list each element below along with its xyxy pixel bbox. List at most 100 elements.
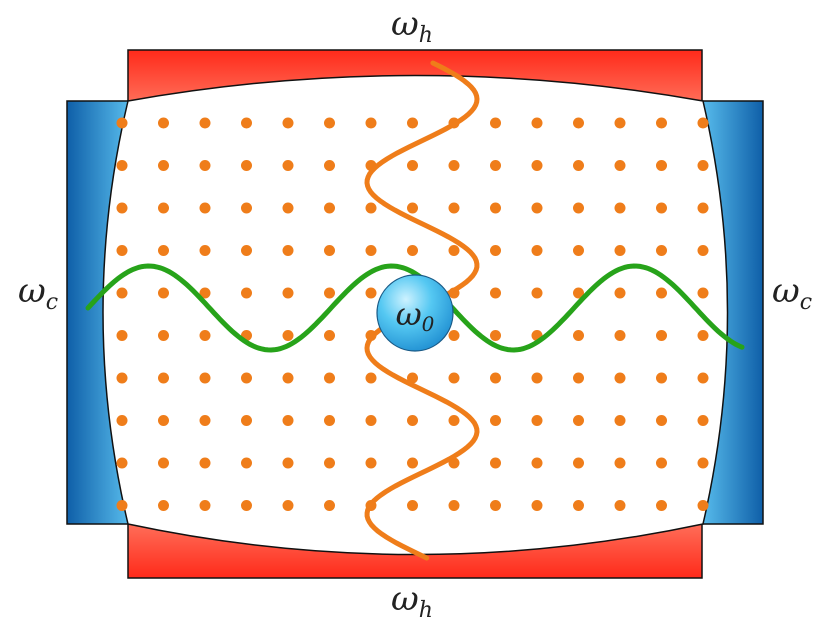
lattice-dot (324, 202, 335, 214)
lattice-dot (199, 117, 211, 129)
lattice-dot (199, 415, 211, 426)
lattice-dot (199, 245, 211, 256)
lattice-dot (573, 457, 584, 469)
lattice-dot (158, 160, 169, 171)
lattice-dot (199, 330, 211, 341)
lattice-dot (324, 500, 335, 511)
lattice-dot (490, 330, 501, 341)
lattice-dot (697, 415, 709, 426)
lattice-dot (531, 202, 543, 214)
lattice-dot (158, 457, 169, 469)
lattice-dot (407, 372, 418, 384)
lattice-dot (656, 500, 667, 511)
lattice-dot (614, 457, 626, 469)
lattice-dot (490, 160, 501, 171)
lattice-dot (656, 160, 667, 171)
lattice-dot (241, 117, 252, 129)
hot-label-bottom: ωh (391, 579, 433, 623)
lattice-dot (448, 330, 460, 341)
lattice-dot (116, 330, 128, 341)
lattice-dot (697, 372, 709, 384)
lattice-dot (324, 457, 335, 469)
lattice-dot (697, 117, 709, 129)
lattice-dot (490, 457, 501, 469)
lattice-dot (282, 372, 294, 384)
lattice-dot (324, 330, 335, 341)
lattice-dot (282, 500, 294, 511)
lattice-dot (614, 287, 626, 299)
lattice-dot (324, 245, 335, 256)
lattice-dot (158, 330, 169, 341)
lattice-dot (531, 287, 543, 299)
lattice-dot (697, 500, 709, 511)
lattice-dot (448, 160, 460, 171)
lattice-dot (282, 202, 294, 214)
lattice-dot (573, 160, 584, 171)
lattice-dot (614, 500, 626, 511)
lattice-dot (656, 372, 667, 384)
lattice-dot (116, 117, 128, 129)
lattice-dot (282, 415, 294, 426)
lattice-dot (116, 245, 128, 256)
lattice-dot (199, 500, 211, 511)
lattice-dot (614, 202, 626, 214)
lattice-dot (158, 415, 169, 426)
lattice-dot (573, 415, 584, 426)
lattice-dot (656, 117, 667, 129)
lattice-dot (656, 245, 667, 256)
lattice-dot (614, 415, 626, 426)
lattice-dot (241, 372, 252, 384)
lattice-dot (241, 457, 252, 469)
system-label: ω0 (396, 295, 435, 336)
lattice-dot (158, 117, 169, 129)
lattice-dot (697, 287, 709, 299)
lattice-dot (573, 117, 584, 129)
lattice-dot (282, 117, 294, 129)
lattice-dot (490, 245, 501, 256)
lattice-dot (365, 372, 377, 384)
lattice-dot (158, 287, 169, 299)
lattice-dot (656, 457, 667, 469)
lattice-dot (282, 457, 294, 469)
lattice-dot (116, 500, 128, 511)
hot-label-top: ωh (391, 4, 433, 48)
lattice-dot (407, 245, 418, 256)
lattice-dot (365, 287, 377, 299)
lattice-dot (365, 117, 377, 129)
system-oscillator (376, 274, 454, 352)
lattice-dot (199, 202, 211, 214)
lattice-dot (199, 372, 211, 384)
lattice-dot (241, 160, 252, 171)
lattice-dot (531, 415, 543, 426)
lattice-dot (656, 330, 667, 341)
lattice-dot (448, 245, 460, 256)
lattice-dot (365, 245, 377, 256)
lattice-dot (490, 372, 501, 384)
lattice-dot (199, 160, 211, 171)
lattice-dot (531, 245, 543, 256)
lattice-dot (365, 202, 377, 214)
lattice-dot (656, 202, 667, 214)
lattice-dot (116, 372, 128, 384)
lattice-dot (116, 160, 128, 171)
lattice-dot (448, 202, 460, 214)
lattice-dot (490, 287, 501, 299)
lattice-dot (407, 500, 418, 511)
lattice-dot (241, 202, 252, 214)
lattice-dot (531, 117, 543, 129)
lattice-dot (116, 415, 128, 426)
lattice-dot (158, 372, 169, 384)
lattice-dot (697, 245, 709, 256)
lattice-dot (324, 372, 335, 384)
lattice-dot (324, 117, 335, 129)
lattice-dot (116, 457, 128, 469)
lattice-dot (448, 415, 460, 426)
lattice-dot (573, 500, 584, 511)
lattice-dot (490, 117, 501, 129)
lattice-dot (282, 330, 294, 341)
lattice-dot (448, 372, 460, 384)
lattice-dot (199, 287, 211, 299)
lattice-dot (324, 287, 335, 299)
lattice-dot (241, 500, 252, 511)
